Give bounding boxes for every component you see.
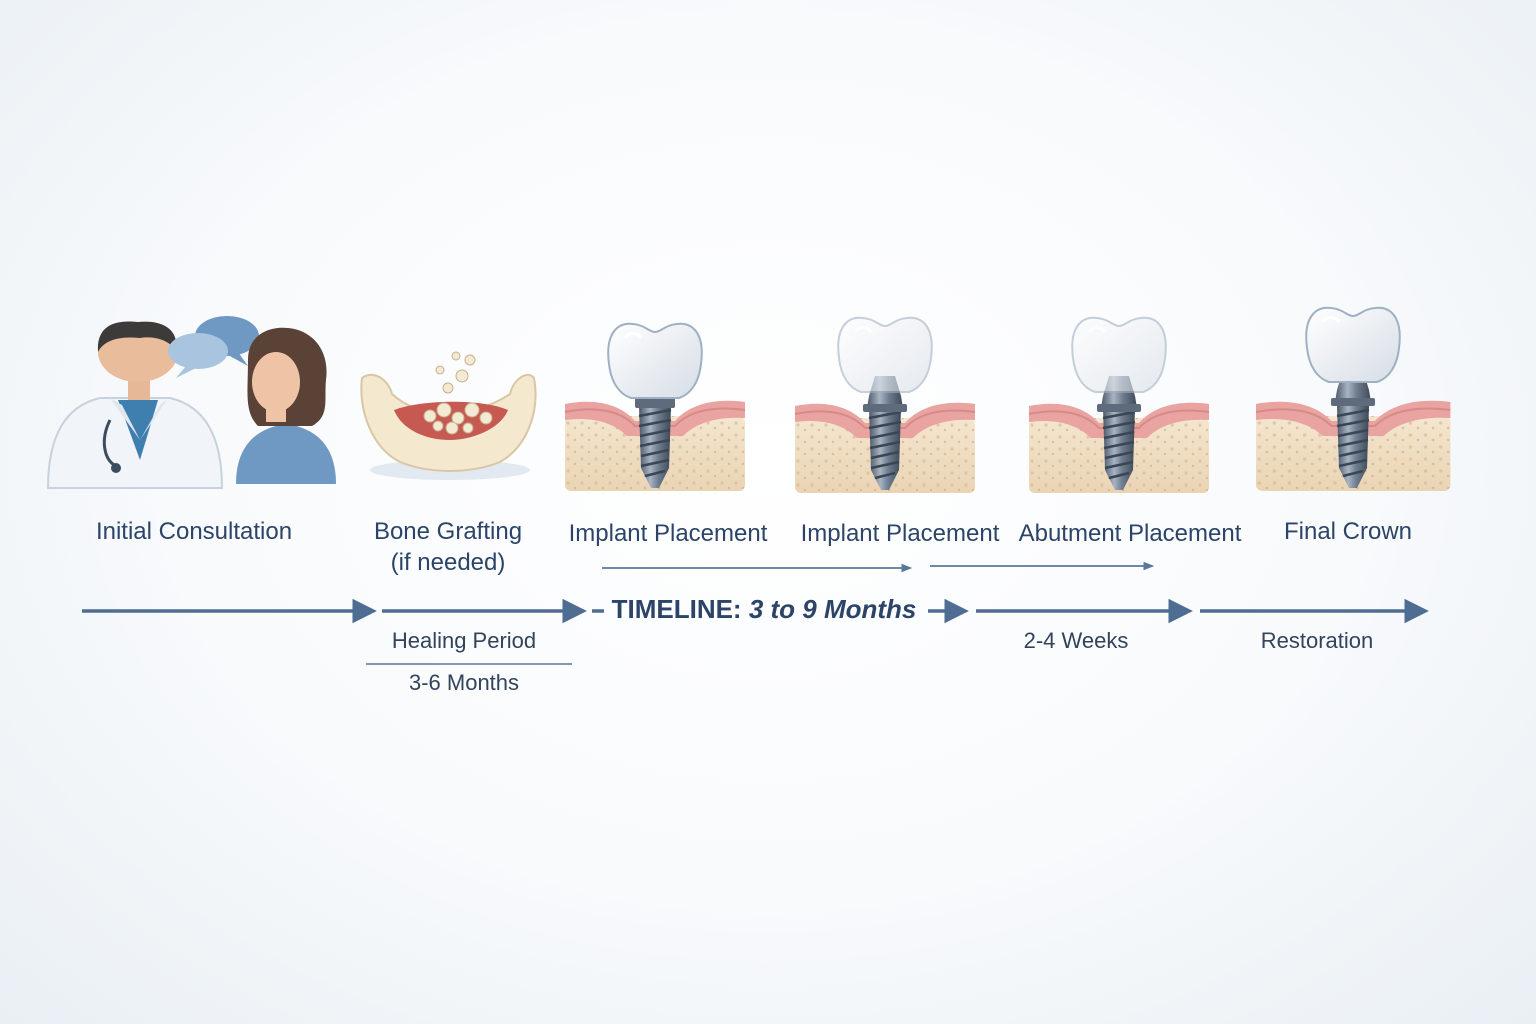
implant-crown-icon [564,322,746,492]
final-crown-icon [1254,306,1452,493]
step-label-final-crown: Final Crown [1283,518,1413,545]
abutment-duration-label: 2-4 Weeks [1023,628,1129,653]
step-label-implant-placement-1: Implant Placement [568,520,768,547]
timeline-duration: 3 to 9 Months [748,594,917,624]
bone-grafting-note: (if needed) [390,549,506,577]
healing-duration-label: 3-6 Months [408,670,520,695]
timeline-label: TIMELINE: 3 to 9 Months [612,594,917,625]
timeline-prefix: TIMELINE: [611,594,742,624]
step-label-consultation: Initial Consultation [95,518,293,545]
step-label-abutment-placement: Abutment Placement [1018,520,1242,547]
patient-icon [236,327,336,484]
implant-abutment-icon [794,316,976,494]
healing-period-label: Healing Period [391,628,537,653]
doctor-patient-icon [46,321,224,489]
step-label-implant-placement-2: Implant Placement [800,520,1000,547]
bone-grafting-title: Bone Grafting [373,518,523,545]
speech-bubble-icon [168,316,259,378]
jawbone-graft-icon [360,351,537,480]
restoration-label: Restoration [1260,628,1374,653]
step-label-bone-grafting: Bone Grafting (if needed) [374,516,522,578]
implant-abutment-icon [1028,316,1210,494]
